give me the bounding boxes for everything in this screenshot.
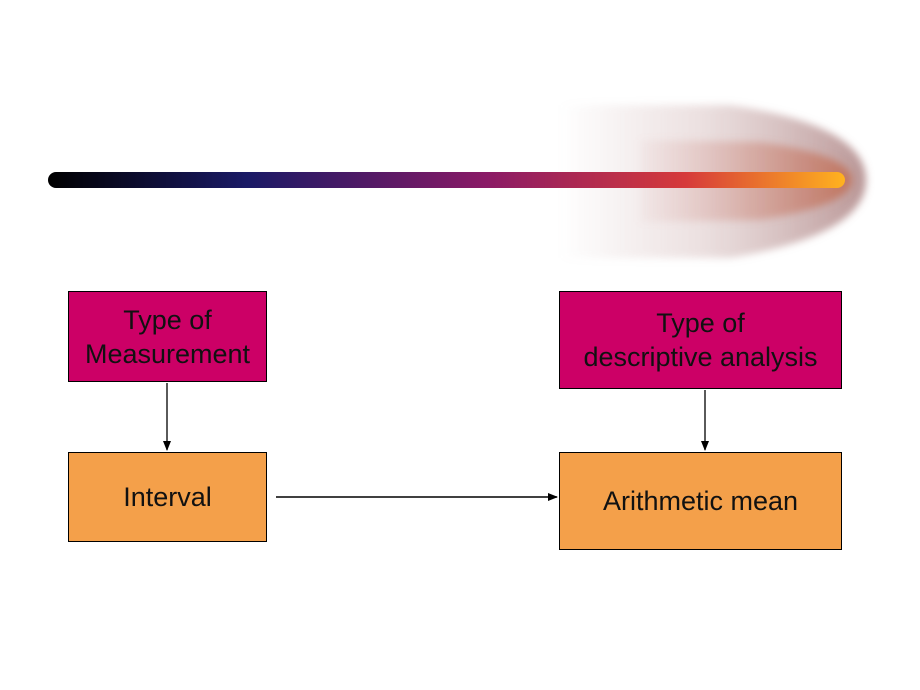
arithmetic-mean-label: Arithmetic mean: [602, 486, 799, 516]
interval-box: Interval: [68, 452, 267, 542]
type-of-analysis-label: Type of descriptive analysis: [583, 308, 818, 372]
interval-label: Interval: [123, 482, 212, 512]
type-of-measurement-box: Type of Measurement: [68, 291, 267, 382]
type-of-analysis-box: Type of descriptive analysis: [559, 291, 842, 389]
arithmetic-mean-box: Arithmetic mean: [559, 452, 842, 550]
type-of-measurement-label: Type of Measurement: [84, 304, 251, 369]
